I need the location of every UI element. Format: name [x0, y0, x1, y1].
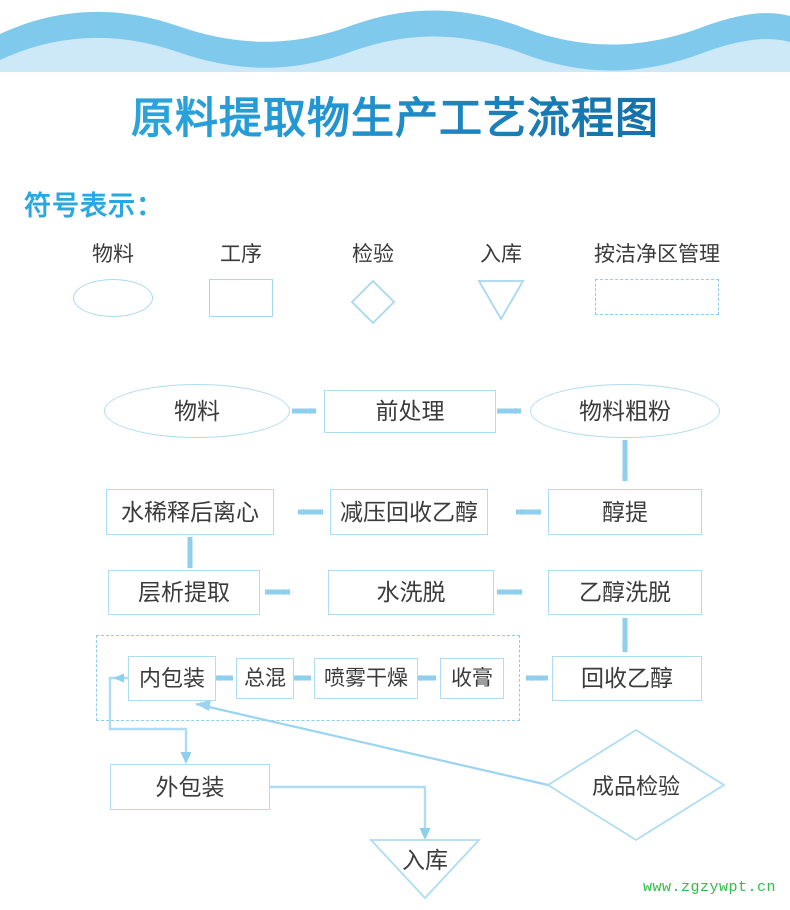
node-ethanol-recovery[interactable]: 回收乙醇	[552, 656, 702, 701]
node-material[interactable]: 物料	[104, 384, 290, 438]
node-spray-drying[interactable]: 喷雾干燥	[314, 658, 418, 699]
node-inner-packaging[interactable]: 内包装	[128, 656, 216, 701]
wave-lower-band	[0, 36, 790, 72]
node-label-finished-inspection-wrap: 成品检验	[558, 768, 714, 802]
legend-label-inspection: 检验	[352, 243, 394, 266]
node-label-coarse-powder: 物料粗粉	[579, 397, 671, 424]
legend-label-clean-zone: 按洁净区管理	[594, 243, 720, 266]
legend-heading: 符号表示：	[24, 191, 164, 221]
legend-label-warehouse: 入库	[480, 243, 522, 266]
legend-item-material: 物料	[58, 244, 168, 317]
legend-label-material: 物料	[92, 243, 134, 266]
node-label-pretreatment: 前处理	[375, 398, 445, 424]
diamond-icon	[350, 279, 396, 325]
node-label-spray-drying: 喷雾干燥	[324, 667, 408, 690]
node-label-water-dilution-centrifuge: 水稀释后离心	[121, 498, 259, 525]
node-chromatography-extraction[interactable]: 层析提取	[108, 570, 260, 615]
legend-label-process: 工序	[220, 243, 262, 266]
node-ethanol-elution[interactable]: 乙醇洗脱	[548, 570, 702, 615]
node-label-ethanol-elution: 乙醇洗脱	[579, 579, 671, 605]
triangle-down-icon	[477, 279, 525, 321]
node-label-warehouse: 入库	[402, 847, 448, 873]
site-watermark: www.zgzywpt.cn	[642, 879, 776, 896]
node-label-chromatography-extraction: 层析提取	[138, 579, 230, 605]
legend-item-clean-zone: 按洁净区管理	[562, 244, 752, 315]
node-pretreatment[interactable]: 前处理	[324, 390, 496, 433]
edge-outerpack-to-warehouse-path	[270, 785, 427, 833]
node-label-total-blending: 总混	[244, 667, 286, 690]
legend-item-warehouse: 入库	[446, 244, 556, 321]
node-coarse-powder[interactable]: 物料粗粉	[530, 384, 720, 438]
edge-outerpack-arrowhead-down	[180, 752, 192, 764]
node-outer-packaging[interactable]: 外包装	[110, 764, 270, 810]
node-label-paste-collection: 收膏	[451, 667, 493, 690]
ellipse-icon	[73, 279, 153, 317]
dashed-rectangle-icon	[595, 279, 719, 315]
node-vacuum-alcohol-recovery[interactable]: 减压回收乙醇	[330, 489, 488, 535]
node-label-finished-inspection: 成品检验	[591, 774, 680, 799]
node-alcohol-extraction[interactable]: 醇提	[548, 489, 702, 535]
node-label-material: 物料	[174, 397, 220, 424]
node-water-elution[interactable]: 水洗脱	[328, 570, 494, 615]
node-label-warehouse-wrap: 入库	[371, 840, 479, 876]
legend-item-inspection: 检验	[318, 244, 428, 325]
rectangle-icon	[209, 279, 273, 317]
node-label-alcohol-extraction: 醇提	[602, 498, 648, 525]
node-paste-collection[interactable]: 收膏	[440, 658, 504, 699]
node-label-vacuum-alcohol-recovery: 减压回收乙醇	[340, 498, 478, 525]
node-water-dilution-centrifuge[interactable]: 水稀释后离心	[106, 489, 274, 535]
legend-item-process: 工序	[186, 244, 296, 317]
node-label-inner-packaging: 内包装	[138, 665, 205, 691]
page-title: 原料提取物生产工艺流程图	[0, 96, 790, 143]
node-label-water-elution: 水洗脱	[376, 579, 446, 605]
header-wave-decoration	[0, 10, 790, 72]
node-label-outer-packaging: 外包装	[155, 773, 225, 800]
edge-warehouse-arrowhead	[419, 828, 431, 840]
node-label-ethanol-recovery: 回收乙醇	[581, 665, 673, 691]
node-total-blending[interactable]: 总混	[236, 658, 294, 699]
